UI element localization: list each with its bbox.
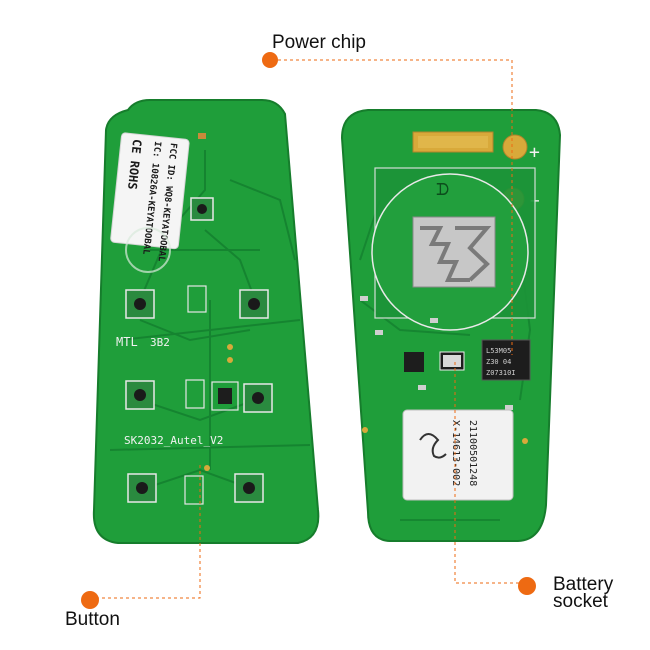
polarity-plus: + [529, 142, 540, 163]
battery-label-line1: Battery [553, 574, 614, 595]
silkscreen-mtl: MTL [116, 335, 138, 349]
fcc-label-sticker: FCC ID: WQ8-KEYATOOBAL IC: 10826A-KEYATO… [110, 132, 190, 263]
tactile-button [125, 289, 155, 319]
battery-socket-label: Battery socket [553, 574, 614, 612]
tactile-button [190, 197, 214, 221]
tactile-button [234, 473, 264, 503]
tactile-button [243, 383, 273, 413]
chip-marking-3: Z07310I [486, 369, 516, 377]
battery-contact-spring [412, 216, 496, 288]
left-pcb-board: FCC ID: WQ8-KEYATOOBAL IC: 10826A-KEYATO… [92, 99, 320, 544]
rf-module: X-14613-002 21100501248 [402, 409, 514, 501]
sticker-marks: CE ROHS [125, 138, 144, 190]
module-text-2: 21100501248 [467, 420, 478, 486]
button-label: Button [65, 609, 120, 630]
right-pcb-board: + − ᗪ L53M05 Z30 04 Z07310I [340, 109, 562, 542]
power-chip: L53M05 Z30 04 Z07310I [481, 339, 531, 381]
tactile-button [127, 473, 157, 503]
chip-marking-2: Z30 04 [486, 358, 511, 366]
silkscreen-model: SK2032_Autel_V2 [124, 434, 223, 447]
svg-text:ᗪ: ᗪ [436, 180, 449, 199]
button-marker [81, 591, 99, 609]
battery-socket-marker [518, 577, 536, 595]
tactile-button [239, 289, 269, 319]
power-chip-label: Power chip [272, 32, 366, 53]
battery-label-line2: socket [553, 591, 608, 612]
tactile-button [125, 380, 155, 410]
power-chip-marker [262, 52, 278, 68]
silkscreen-number: 3B2 [150, 336, 170, 349]
callout-lines [90, 59, 522, 599]
chip-marking-1: L53M05 [486, 347, 511, 355]
